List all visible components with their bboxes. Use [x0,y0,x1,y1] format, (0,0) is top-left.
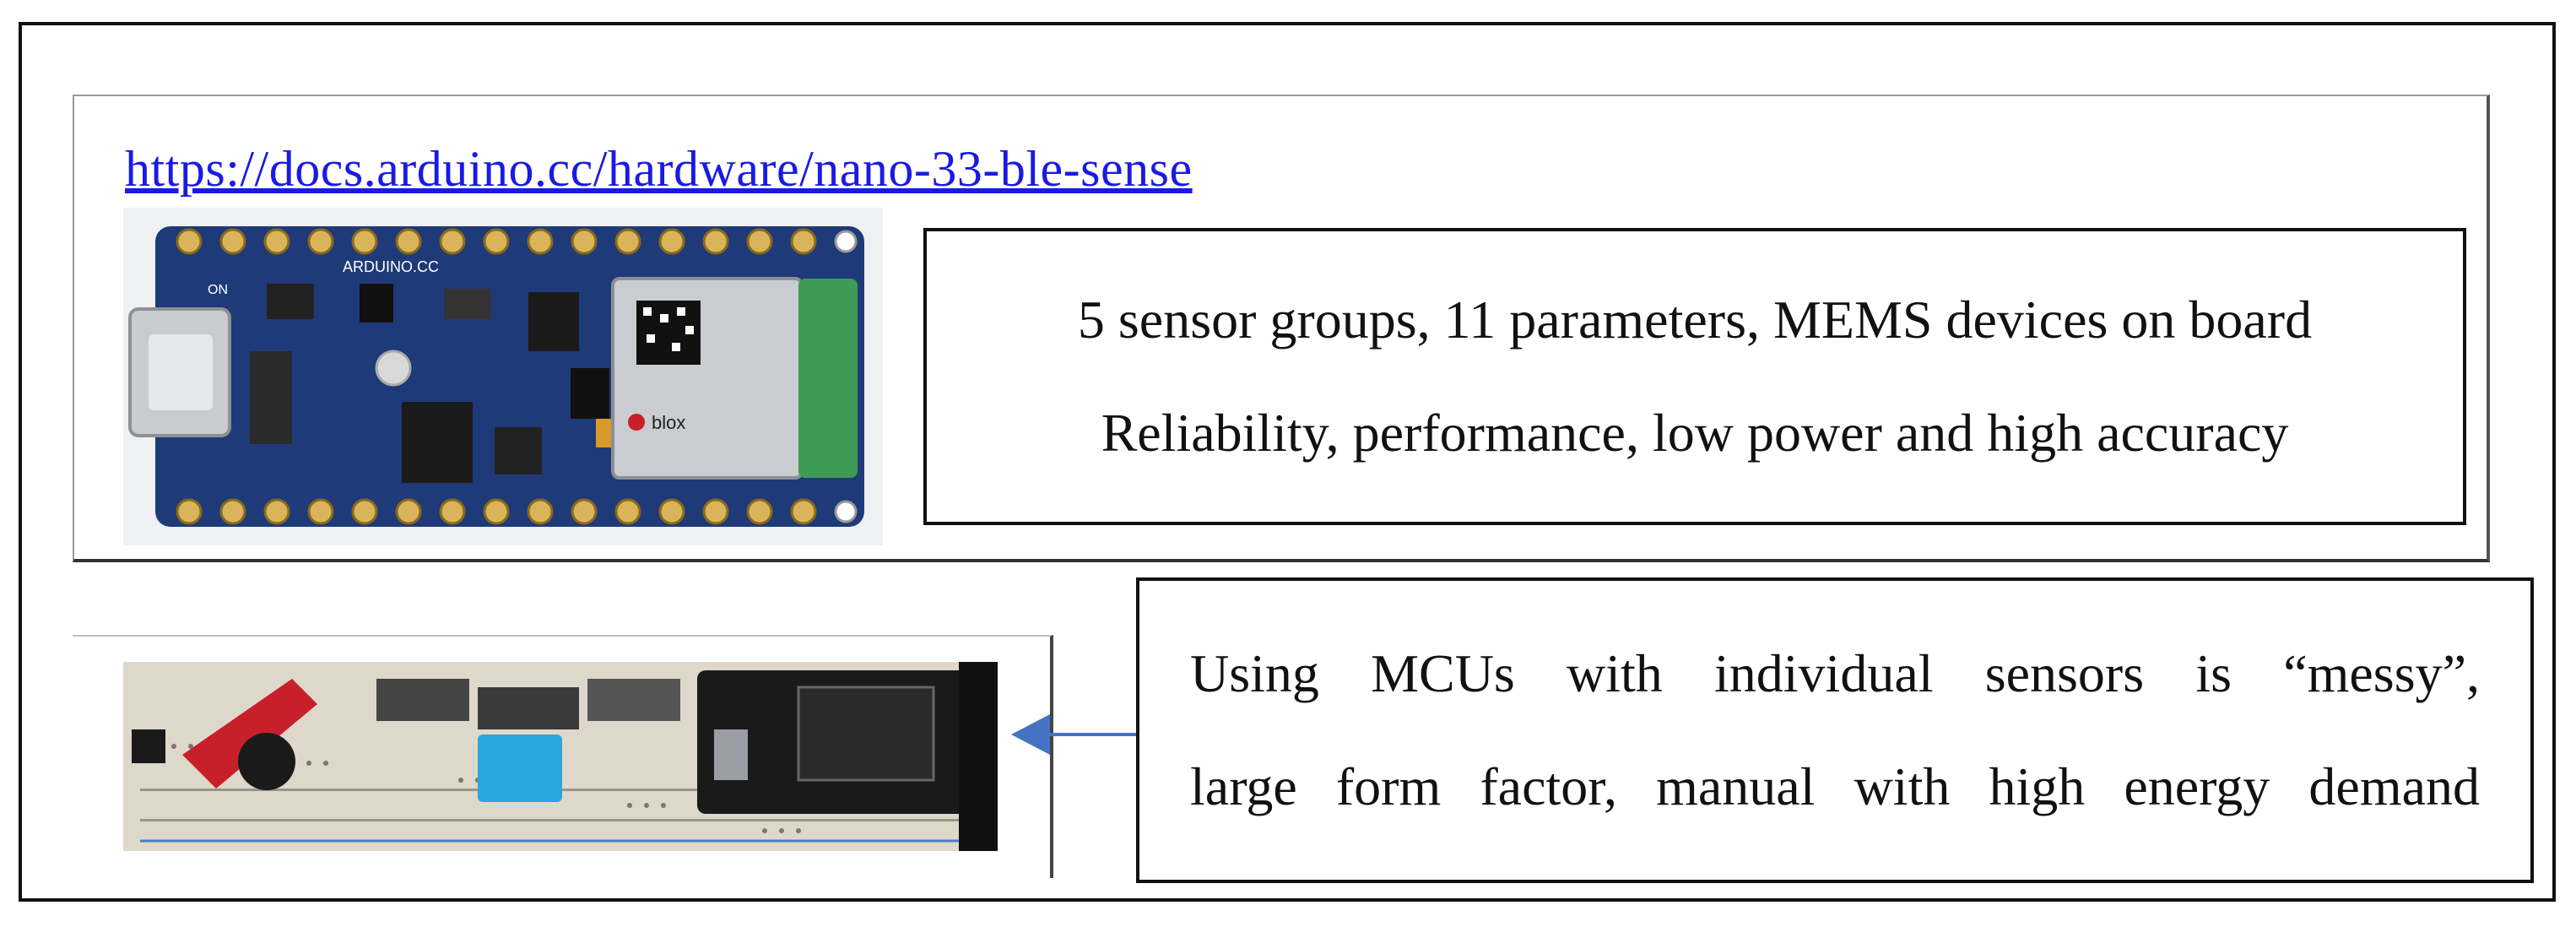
nano-features-box: 5 sensor groups, 11 parameters, MEMS dev… [923,228,2466,525]
breadboard-sensors-photo [123,662,998,851]
mcu-drawbacks-box: Using MCUs with individual sensors is “m… [1136,577,2534,883]
board-on-label: ON [208,283,228,297]
drawbacks-line-1: Using MCUs with individual sensors is “m… [1190,643,2480,703]
nano-board-panel: https://docs.arduino.cc/hardware/nano-33… [73,95,2490,562]
figure-frame [19,22,2556,902]
drawbacks-line-2: large form factor, manual with high ener… [1190,756,2480,816]
ublox-brand-label: blox [652,412,685,433]
arduino-docs-link[interactable]: https://docs.arduino.cc/hardware/nano-33… [125,141,1193,197]
arduino-board-illustration: blox ARDUINO.CC ON [123,208,883,545]
board-silkscreen-label: ARDUINO.CC [343,258,439,275]
arduino-nano-board-photo: blox ARDUINO.CC ON [123,208,883,545]
features-line-2: Reliability, performance, low power and … [1101,403,2289,463]
features-line-1: 5 sensor groups, 11 parameters, MEMS dev… [1077,290,2313,350]
breadboard-panel [73,635,1053,878]
breadboard-illustration [123,662,998,851]
